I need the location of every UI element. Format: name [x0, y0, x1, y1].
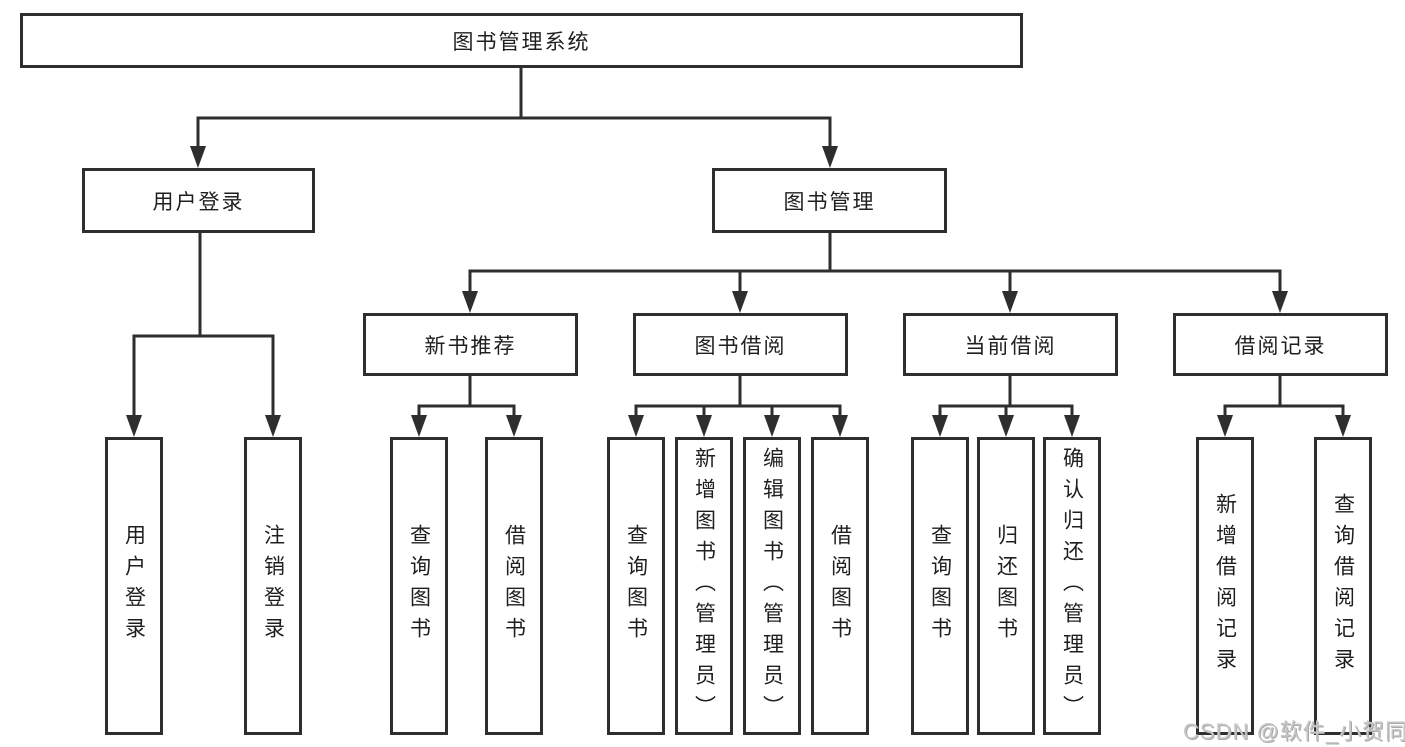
leaf-label: 借阅图书: [828, 524, 852, 648]
node-confirm-return-admin: 确认归还（管理员）: [1043, 437, 1101, 735]
node-query-books-recommend: 查询图书: [390, 437, 448, 735]
node-book-borrow: 图书借阅: [633, 313, 848, 376]
leaf-label: 借阅图书: [502, 524, 526, 648]
node-new-book-recommend: 新书推荐: [363, 313, 578, 376]
node-user-login-leaf: 用户登录: [105, 437, 163, 735]
leaf-label: 确认归还（管理员）: [1060, 446, 1084, 726]
leaf-label: 用户登录: [122, 524, 146, 648]
leaf-label: 新增借阅记录: [1213, 493, 1237, 679]
node-query-books-current: 查询图书: [911, 437, 969, 735]
node-edit-books-admin: 编辑图书（管理员）: [743, 437, 801, 735]
leaf-label: 查询图书: [928, 524, 952, 648]
node-user-login: 用户登录: [82, 168, 315, 233]
leaf-label: 归还图书: [994, 524, 1018, 648]
leaf-label: 新增图书（管理员）: [692, 446, 716, 726]
node-root: 图书管理系统: [20, 13, 1023, 68]
node-return-books: 归还图书: [977, 437, 1035, 735]
node-add-borrow-record: 新增借阅记录: [1196, 437, 1254, 735]
node-current-borrow: 当前借阅: [903, 313, 1118, 376]
leaf-label: 编辑图书（管理员）: [760, 446, 784, 726]
leaf-label: 注销登录: [261, 524, 285, 648]
node-logout: 注销登录: [244, 437, 302, 735]
node-borrow-records: 借阅记录: [1173, 313, 1388, 376]
node-borrow-books-recommend: 借阅图书: [485, 437, 543, 735]
csdn-watermark: CSDN @软件_小贺同学: [1183, 719, 1405, 744]
leaf-label: 查询图书: [624, 524, 648, 648]
node-query-borrow-record: 查询借阅记录: [1314, 437, 1372, 735]
leaf-label: 查询借阅记录: [1331, 493, 1355, 679]
node-book-management: 图书管理: [712, 168, 947, 233]
leaf-label: 查询图书: [407, 524, 431, 648]
node-query-books-borrow: 查询图书: [607, 437, 665, 735]
node-borrow-books-borrow: 借阅图书: [811, 437, 869, 735]
node-add-books-admin: 新增图书（管理员）: [675, 437, 733, 735]
